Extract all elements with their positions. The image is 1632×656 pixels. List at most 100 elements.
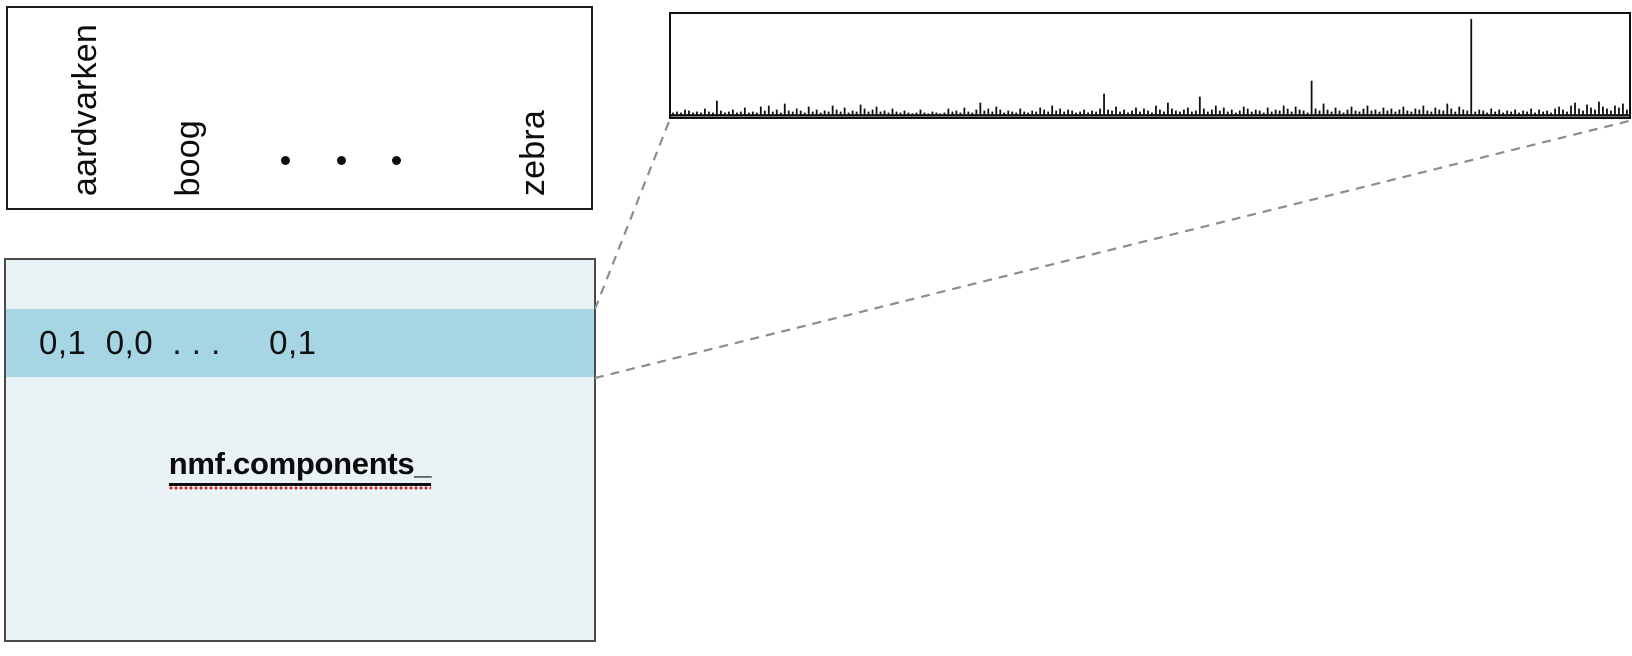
chart-bar: [1534, 112, 1537, 115]
chart-bar: [787, 110, 790, 115]
chart-bar: [871, 109, 874, 115]
chart-bar: [919, 109, 922, 115]
chart-bar: [963, 107, 966, 115]
chart-bar: [1087, 112, 1089, 115]
chart-bar: [1418, 109, 1421, 115]
chart-bar: [1262, 112, 1265, 115]
chart-bar: [680, 112, 682, 115]
chart-bar: [783, 103, 786, 115]
chart-bar: [1454, 111, 1457, 115]
chart-bar: [1198, 96, 1201, 115]
chart-bar: [883, 110, 886, 115]
chart-bar: [1167, 102, 1169, 115]
chart-bar: [827, 111, 830, 115]
chart-bar: [1123, 109, 1125, 115]
chart-bar: [1466, 110, 1469, 115]
chart-bar: [1190, 111, 1193, 115]
chart-bar: [1526, 111, 1529, 115]
components-label: nmf.components_: [6, 446, 594, 490]
ellipsis-dot: [281, 155, 290, 165]
chart-bar: [708, 111, 710, 115]
chart-bar: [939, 113, 942, 115]
chart-bar: [1482, 110, 1485, 115]
chart-bar: [1370, 110, 1373, 115]
chart-bar: [983, 110, 986, 115]
chart-bar: [1027, 112, 1030, 115]
chart-bar: [1490, 108, 1493, 115]
vocabulary-word-second: boog: [169, 119, 207, 196]
chart-bar: [1111, 110, 1113, 115]
chart-bar: [1178, 111, 1181, 115]
chart-bar: [1522, 110, 1525, 115]
chart-bar: [1478, 109, 1481, 115]
chart-bar: [823, 110, 826, 115]
chart-bar: [1238, 110, 1241, 115]
chart-bar: [1338, 110, 1341, 115]
chart-bar: [1107, 109, 1109, 115]
chart-bar: [815, 109, 818, 115]
chart-bar: [723, 112, 726, 115]
chart-bar: [1342, 112, 1345, 115]
chart-bar: [1458, 106, 1461, 115]
chart-bar: [1174, 110, 1177, 115]
chart-bar: [995, 106, 998, 115]
chart-bar: [999, 109, 1002, 115]
chart-bar: [887, 112, 890, 115]
chart-bar: [811, 111, 814, 115]
chart-bar: [688, 110, 690, 115]
chart-bar: [704, 108, 706, 115]
chart-bar: [1214, 105, 1217, 115]
chart-bar: [676, 111, 678, 115]
chart-bar: [755, 112, 758, 115]
left-connector: [593, 118, 672, 310]
chart-bar: [1590, 107, 1592, 115]
chart-bar: [1366, 105, 1369, 115]
chart-bar: [931, 111, 934, 115]
chart-bar: [991, 111, 994, 115]
chart-bar: [1290, 111, 1293, 115]
chart-bar: [1031, 110, 1034, 115]
chart-bar: [1502, 112, 1505, 115]
chart-bar: [684, 109, 686, 115]
chart-bar: [967, 111, 970, 115]
chart-bar: [1091, 110, 1093, 115]
vocabulary-word-first: aardvarken: [66, 23, 104, 196]
chart-bar: [1362, 108, 1365, 115]
chart-bar: [712, 112, 714, 115]
chart-bar: [1486, 112, 1489, 115]
chart-bar: [895, 111, 898, 115]
chart-bar: [1194, 110, 1197, 115]
chart-bar: [1374, 109, 1377, 115]
chart-bar: [1570, 105, 1572, 115]
chart-bar: [835, 109, 838, 115]
chart-bar: [1099, 108, 1101, 115]
components-label-text: nmf.components_: [168, 446, 432, 490]
chart-bar: [1171, 108, 1173, 115]
chart-bar: [1566, 111, 1568, 115]
chart-bar: [1210, 109, 1213, 115]
component-row-values: 0,1 0,0 . . . 0,1: [39, 324, 317, 361]
chart-bar: [851, 110, 854, 115]
chart-bar: [1382, 107, 1385, 115]
chart-bar: [1398, 109, 1401, 115]
chart-bar: [1119, 111, 1121, 115]
chart-bar: [1015, 112, 1018, 115]
chart-bar: [751, 111, 754, 115]
chart-bar: [795, 108, 798, 115]
chart-bar: [971, 112, 974, 115]
chart-bar: [1059, 108, 1062, 115]
chart-bar: [739, 111, 742, 115]
chart-bar: [1186, 107, 1189, 115]
chart-bar: [979, 102, 982, 115]
chart-bar: [1063, 111, 1066, 115]
chart-bar: [1246, 108, 1249, 115]
highlighted-component-row: 0,1 0,0 . . . 0,1: [6, 309, 594, 377]
chart-bar: [1079, 111, 1081, 115]
chart-bar: [1546, 110, 1548, 115]
chart-bar: [1414, 108, 1417, 115]
chart-bar: [1135, 107, 1137, 115]
chart-bar: [1510, 111, 1513, 115]
chart-bar: [759, 106, 762, 115]
components-matrix-box: 0,1 0,0 . . . 0,1 nmf.components_: [4, 258, 596, 642]
chart-bar: [1442, 110, 1445, 115]
